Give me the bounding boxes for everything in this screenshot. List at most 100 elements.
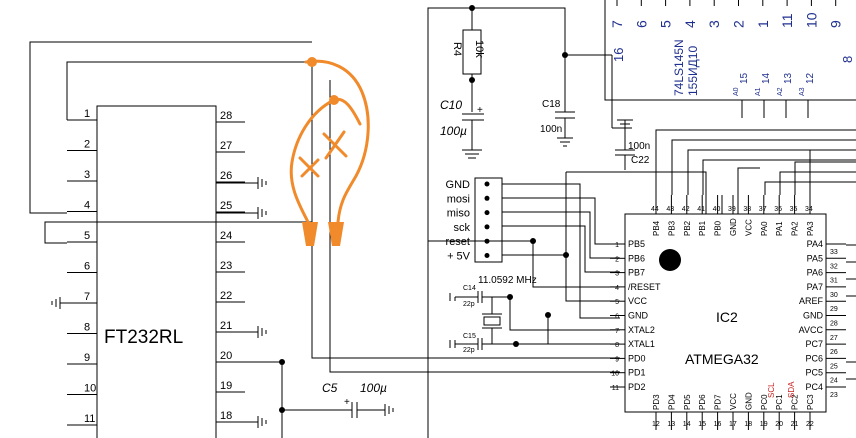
handwritten-annotation	[289, 57, 370, 246]
ic2-pin-number: 43	[666, 206, 674, 213]
ic2-pin-number: 34	[805, 206, 813, 213]
ic2-pin-number: 16	[714, 421, 722, 428]
counter-pin-number: 7	[609, 20, 625, 28]
ic2-pin-number: 21	[791, 421, 799, 428]
c18-ref: C18	[542, 99, 561, 110]
scl-label: SCL	[767, 382, 776, 398]
power-section: R4 10k C10 100µ + C18 100n 100n C22	[427, 5, 650, 438]
ic2-part: ATMEGA32	[685, 351, 759, 367]
ic2-pin-number: 18	[744, 421, 752, 428]
ic2-pin-number: 30	[830, 292, 838, 299]
ft232-pin-number: 2	[84, 139, 90, 151]
counter-pin-number: 2	[731, 20, 747, 28]
ic2-pin-name: PA3	[806, 221, 815, 236]
wire-gnd	[502, 183, 620, 319]
ic2-pin-name: PB0	[714, 220, 723, 236]
c22-value: 100n	[628, 141, 650, 152]
counter-input-name: A0	[733, 87, 740, 96]
c10-ref: C10	[440, 98, 462, 112]
ic2-pin-number: 9	[615, 356, 619, 363]
ic2-pin-name: VCC	[744, 219, 753, 236]
ic2-pin-name: PD4	[667, 394, 676, 410]
c10-plus: +	[477, 105, 483, 116]
ic2-pin-name: PD7	[714, 394, 723, 410]
ic2-pin-number: 15	[698, 421, 706, 428]
wire-miso	[502, 211, 620, 259]
ic2-pin-number: 26	[830, 349, 838, 356]
counter-pin-number: 11	[779, 13, 795, 28]
counter-input-number: 14	[761, 72, 772, 84]
counter-part-alt: 155ИД10	[686, 46, 700, 96]
ft232-pin-number: 8	[84, 322, 90, 334]
ic2-pin-name: PD1	[628, 368, 646, 378]
ic2-pin-name: VCC	[729, 393, 738, 410]
ft232-pin-number: 19	[220, 380, 232, 392]
ic2-pin-number: 2	[615, 256, 619, 263]
ft232-pin-number: 11	[84, 413, 95, 425]
wire-vcc-rail	[427, 7, 566, 438]
c5-value: 100µ	[360, 381, 387, 395]
counter-input-number: 13	[783, 72, 794, 84]
ic2-pin-name: PC1	[775, 394, 784, 410]
counter-input-number: 15	[739, 72, 750, 84]
connector-label: mosi	[447, 193, 470, 205]
connector-pin	[484, 253, 490, 258]
ic2-pin-name: PC2	[791, 394, 800, 410]
connector-pin	[484, 210, 490, 216]
ft232-pin-number: 18	[220, 410, 232, 422]
counter-body	[604, 0, 856, 101]
wire-pin4	[29, 41, 312, 214]
ft232-name: FT232RL	[104, 327, 183, 348]
ft232-wiring	[29, 41, 620, 438]
ic2-pin-name: PA0	[760, 221, 769, 236]
connector-label: miso	[447, 208, 470, 220]
wire-pd0	[311, 62, 620, 359]
ic2-pin-number: 33	[830, 249, 838, 256]
ic2-pin-name: XTAL1	[628, 339, 655, 349]
annotation-loop-left	[289, 98, 336, 224]
ft232-pin-number: 9	[84, 352, 90, 364]
ft232-pin-number: 28	[220, 110, 232, 122]
ic2-pin-name: PB2	[683, 220, 692, 236]
c14-ref: C14	[463, 285, 476, 292]
ic2-pin-name: PA2	[791, 221, 800, 236]
ic2-pin-number: 24	[830, 378, 838, 385]
ic2-pin-number: 7	[615, 328, 619, 335]
ic2-pin-number: 12	[652, 421, 660, 428]
c22-ref: C22	[631, 155, 650, 166]
ic2-chip: IC2 ATMEGA32 44PB443PB342PB241PB140PB039…	[610, 195, 846, 430]
ic2-pin-number: 31	[830, 278, 838, 285]
ic2-pin-name: PD6	[698, 394, 707, 410]
ic2-pin-name: AREF	[799, 296, 824, 306]
wire-pd1	[329, 80, 620, 373]
ic2-pin-number: 17	[729, 421, 737, 428]
wire-mosi	[502, 197, 620, 245]
ic2-pin-number: 3	[615, 271, 619, 278]
ic2-pin-name: GND	[744, 392, 753, 410]
ic2-pin-name: PB5	[628, 239, 645, 249]
ic2-pin-name: PC7	[805, 339, 823, 349]
ic2-pin-name: PB3	[667, 220, 676, 236]
annotation-arrow-left	[302, 222, 318, 246]
ic2-pin-number: 29	[830, 306, 838, 313]
ic2-pin-number: 42	[682, 206, 690, 213]
connector-label: + 5V	[447, 251, 471, 263]
counter-pin-number: 1	[755, 20, 771, 28]
counter-input-name: A1	[755, 87, 762, 96]
ft232-body	[96, 105, 217, 438]
wire-pin20	[216, 361, 283, 438]
ic2-pin-number: 8	[615, 342, 619, 349]
ft232-pin-number: 23	[220, 260, 232, 272]
ic2-ref: IC2	[716, 309, 738, 325]
junction-dot	[279, 407, 285, 413]
ic2-pin-number: 13	[667, 421, 675, 428]
wire-sck	[502, 225, 620, 273]
counter-pin-number: 5	[658, 20, 674, 28]
ic2-top-wiring	[611, 55, 856, 380]
wire-pin5	[44, 221, 312, 244]
ic2-bottom-pins: PD312PD413PD514PD615PD716VCC17GND18PC019…	[652, 392, 815, 430]
ic2-pin-number: 20	[775, 421, 783, 428]
